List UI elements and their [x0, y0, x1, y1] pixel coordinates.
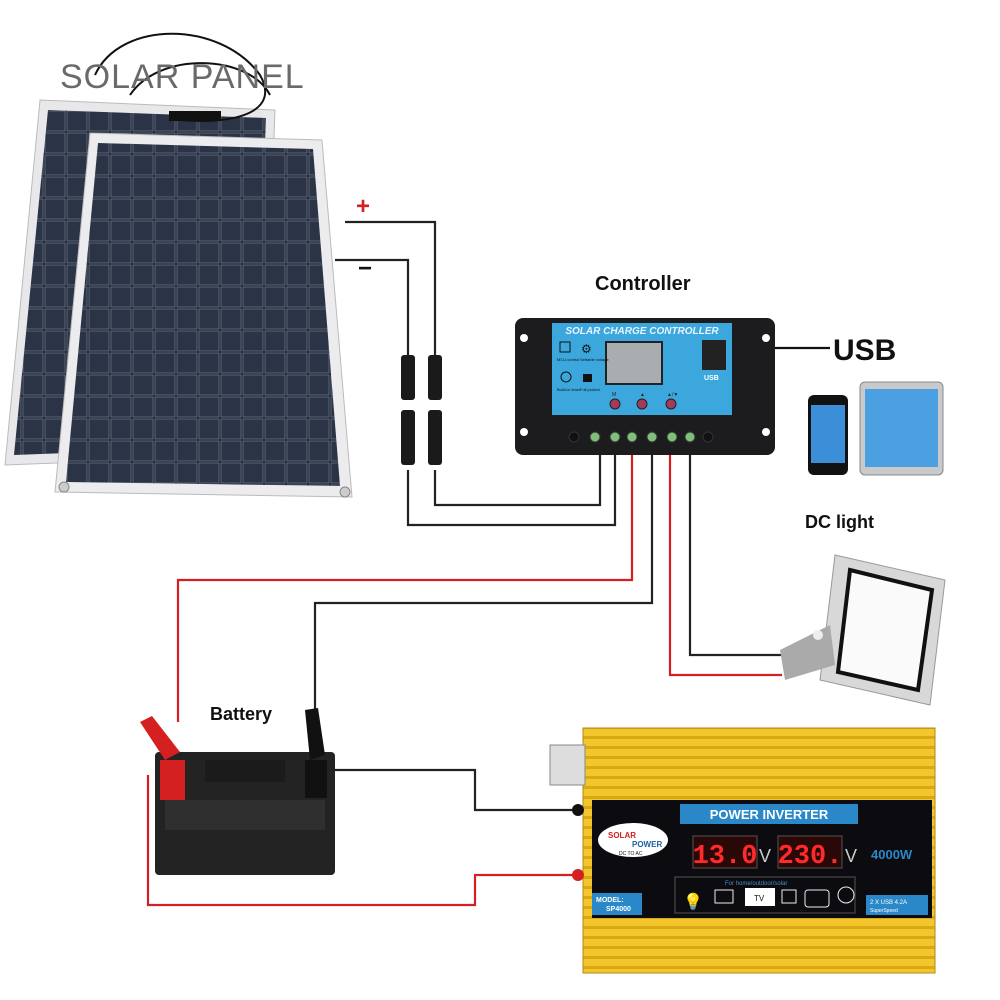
model-label: MODEL: — [596, 897, 624, 904]
usb-port-icon — [702, 340, 726, 370]
clock-icon — [560, 371, 572, 383]
battery — [140, 708, 335, 875]
usb-sub: SuperSpeed — [870, 908, 898, 914]
brand-text: SOLAR — [608, 831, 636, 840]
controller-header: SOLAR CHARGE CONTROLLER — [565, 326, 719, 337]
controller-usb-badge: USB — [704, 375, 719, 382]
fan-icon — [837, 886, 855, 904]
tv-icon — [745, 888, 775, 906]
controller-icon-label: Build-in timer — [557, 387, 581, 392]
positive-input-terminal — [572, 869, 584, 881]
light-positive-wire — [668, 455, 782, 677]
lamp-icon: 💡 — [683, 892, 703, 911]
tv-label: TV — [754, 894, 765, 903]
mc4-connectors — [401, 355, 442, 465]
computer-icon — [781, 889, 797, 904]
inverter-power-rating: 4000W — [871, 847, 913, 862]
panel-positive-wire — [345, 220, 602, 507]
panel-cables — [94, 32, 271, 122]
negative-label: − — [358, 255, 372, 282]
button-label: M — [612, 392, 616, 398]
charge-controller: SOLAR CHARGE CONTROLLER USB MCU control … — [515, 318, 775, 455]
gear-icon: ⚙ — [581, 342, 592, 356]
panel-negative-wire — [335, 258, 617, 527]
controller-icon-label: Settable voltage — [580, 357, 609, 362]
solar-power-logo — [598, 823, 668, 857]
inverter-header: POWER INVERTER — [710, 807, 829, 822]
smartphone — [808, 395, 848, 475]
brand-text: POWER — [632, 840, 662, 849]
model-value: SP4000 — [606, 906, 631, 913]
solar-panel-title: SOLAR PANEL — [60, 58, 305, 96]
positive-label: + — [356, 193, 370, 220]
brand-text: DC TO AC — [619, 851, 643, 857]
red-clamp-icon — [140, 716, 180, 760]
output-voltage-display: 230. — [778, 842, 843, 872]
camera-icon — [804, 889, 830, 908]
controller-button-down — [665, 398, 677, 410]
inverter-positive-wire — [146, 775, 578, 907]
usb-label: USB — [833, 334, 896, 367]
light-negative-wire — [688, 455, 782, 657]
inverter-negative-wire — [335, 768, 578, 812]
negative-terminal-clamp — [305, 760, 327, 798]
battery-label: Battery — [210, 704, 272, 724]
controller-label: Controller — [595, 273, 691, 295]
black-clamp-icon — [305, 708, 325, 760]
button-label: ▲ — [640, 392, 645, 398]
solar-panel-front — [54, 132, 353, 498]
tablet — [859, 381, 944, 476]
controller-icon-label: Full protect — [580, 387, 601, 392]
controller-lcd — [605, 341, 663, 385]
volt-unit: V — [845, 846, 857, 866]
wires — [146, 220, 830, 907]
dc-flood-light — [780, 554, 946, 706]
battery-negative-wire — [313, 455, 654, 718]
usb-spec: 2 X USB 4.2A — [870, 900, 907, 906]
button-label: ▲/▼ — [667, 392, 678, 398]
inverter-tagline: For home/outdoor/solar — [725, 881, 787, 887]
controller-button-menu — [609, 398, 621, 410]
dc-light-label: DC light — [805, 512, 874, 532]
volt-unit: V — [759, 846, 771, 866]
positive-terminal-clamp — [160, 760, 185, 800]
input-voltage-display: 13.0 — [693, 842, 758, 872]
power-inverter: POWER INVERTER SOLAR POWER DC TO AC 13.0… — [549, 727, 936, 974]
lock-icon — [583, 374, 592, 382]
laptop-icon — [714, 889, 734, 904]
negative-input-terminal — [572, 804, 584, 816]
terminal-screws — [568, 431, 714, 443]
battery-positive-wire — [176, 455, 634, 722]
controller-icon-label: MCU control — [557, 357, 579, 362]
controller-button-up — [636, 398, 648, 410]
